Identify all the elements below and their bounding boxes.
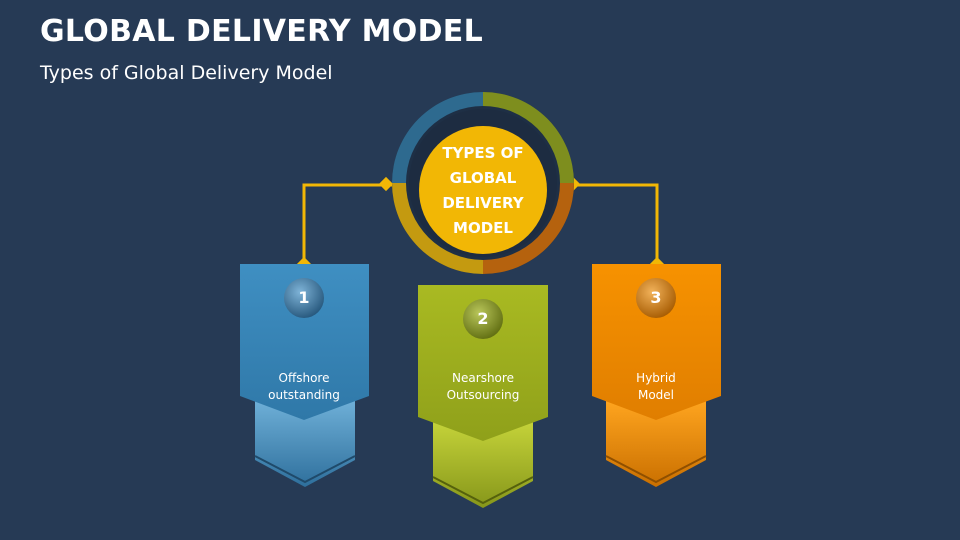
slide-subtitle: Types of Global Delivery Model xyxy=(40,62,333,84)
card-label-nearshore-line1: Nearshore xyxy=(452,371,514,385)
card-label-hybrid-line1: Hybrid xyxy=(636,371,676,385)
card-number-2: 2 xyxy=(477,309,489,328)
slide-title: GLOBAL DELIVERY MODEL xyxy=(40,14,483,49)
connector-left xyxy=(296,176,394,272)
hub-center xyxy=(419,126,547,254)
hub-line-3: DELIVERY xyxy=(442,194,524,212)
card-nearshore xyxy=(418,285,548,508)
hub-line-4: MODEL xyxy=(453,219,513,237)
card-number-1: 1 xyxy=(298,288,310,307)
card-label-offshore: Offshore outstanding xyxy=(239,370,369,404)
card-label-hybrid: Hybrid Model xyxy=(591,370,721,404)
connector-right xyxy=(565,176,665,272)
hub-line-2: GLOBAL xyxy=(449,169,517,187)
badge-2 xyxy=(463,299,503,339)
card-label-nearshore-line2: Outsourcing xyxy=(446,388,520,402)
badge-3 xyxy=(636,278,676,318)
card-hybrid xyxy=(592,264,721,487)
card-label-nearshore: Nearshore Outsourcing xyxy=(418,370,548,404)
hub-label: TYPES OF GLOBAL DELIVERY MODEL xyxy=(420,134,546,248)
card-label-hybrid-line2: Model xyxy=(637,388,675,402)
card-offshore xyxy=(240,264,369,487)
card-label-offshore-line1: Offshore xyxy=(278,371,330,385)
badge-1 xyxy=(284,278,324,318)
hub-line-1: TYPES OF xyxy=(442,144,524,162)
card-number-3: 3 xyxy=(650,288,662,307)
hub-ring xyxy=(392,92,574,274)
card-label-offshore-line2: outstanding xyxy=(268,388,340,402)
